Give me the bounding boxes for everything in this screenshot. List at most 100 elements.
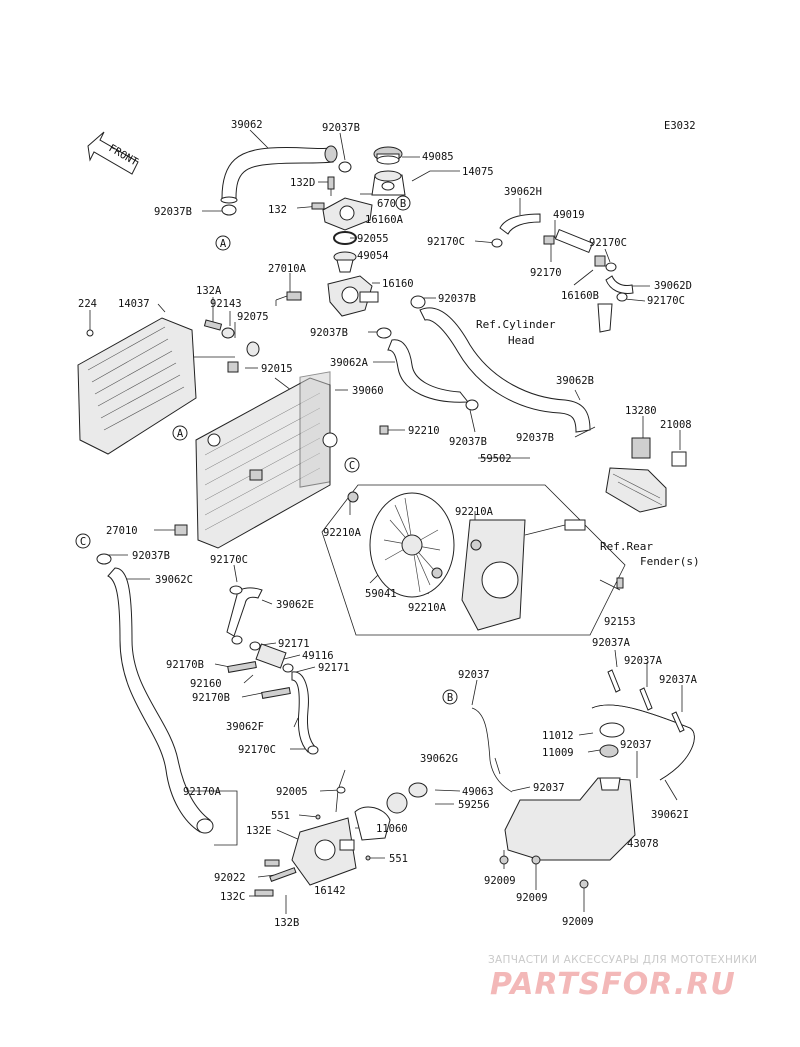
radiator-cap-49085 bbox=[373, 146, 403, 165]
part-49116: 49116 bbox=[302, 650, 334, 662]
part-59256: 59256 bbox=[458, 799, 490, 811]
part-92170c: 92170C bbox=[589, 237, 627, 249]
part-92037b: 92037B bbox=[438, 293, 476, 305]
hose-39062d bbox=[605, 262, 634, 302]
watermark-tagline: ЗАПЧАСТИ И АКСЕССУАРЫ ДЛЯ МОТОТЕХНИКИ bbox=[488, 954, 757, 966]
callout-b-top: B bbox=[395, 195, 411, 211]
band-92160 bbox=[227, 661, 291, 699]
part-21008: 21008 bbox=[660, 419, 692, 431]
o-ring-92055 bbox=[333, 231, 357, 245]
part-92153: 92153 bbox=[604, 616, 636, 628]
sensor-27010 bbox=[174, 524, 188, 536]
part-39062i: 39062I bbox=[651, 809, 689, 821]
part-39062d: 39062D bbox=[654, 280, 692, 292]
svg-text:B: B bbox=[447, 692, 453, 704]
part-92009: 92009 bbox=[484, 875, 516, 887]
part-92160: 92160 bbox=[190, 678, 222, 690]
hose-39062i bbox=[591, 704, 695, 781]
ref-cylinder-head-1: Ref.Cylinder bbox=[476, 318, 556, 331]
part-16160: 16160 bbox=[382, 278, 414, 290]
part-92015: 92015 bbox=[261, 363, 293, 375]
fitting-49116 bbox=[249, 641, 294, 673]
overflow-hose-39062g bbox=[471, 707, 513, 793]
upper-hose-39062 bbox=[220, 145, 338, 204]
part-92170c: 92170C bbox=[210, 554, 248, 566]
part-43078: 43078 bbox=[627, 838, 659, 850]
callout-c-lower: C bbox=[75, 533, 91, 549]
part-92171: 92171 bbox=[318, 662, 350, 674]
hose-39062e bbox=[226, 585, 263, 645]
hose-39062c bbox=[96, 553, 214, 834]
bolt-92153 bbox=[616, 577, 624, 589]
part-92037b: 92037B bbox=[154, 206, 192, 218]
radiator-screen-14037 bbox=[77, 317, 197, 455]
part-11060: 11060 bbox=[376, 823, 408, 835]
part-224: 224 bbox=[78, 298, 97, 310]
rear-fender-bracket bbox=[605, 437, 687, 513]
svg-text:B: B bbox=[400, 198, 406, 210]
part-132e: 132E bbox=[246, 825, 271, 837]
bolt-92210 bbox=[379, 425, 389, 435]
part-14075: 14075 bbox=[462, 166, 494, 178]
part-49054: 49054 bbox=[357, 250, 389, 262]
part-92210a: 92210A bbox=[408, 602, 447, 614]
part-92170c: 92170C bbox=[427, 236, 465, 248]
callout-c-radiator: C bbox=[344, 457, 360, 473]
svg-text:A: A bbox=[177, 428, 184, 440]
hose-39062b bbox=[410, 295, 591, 433]
part-92170c: 92170C bbox=[647, 295, 685, 307]
pin-551 bbox=[315, 814, 371, 861]
part-39062b: 39062B bbox=[556, 375, 594, 387]
part-39060: 39060 bbox=[352, 385, 384, 397]
part-92210a: 92210A bbox=[455, 506, 494, 518]
part-92005: 92005 bbox=[276, 786, 308, 798]
part-49063: 49063 bbox=[462, 786, 494, 798]
callout-a-radiator: A bbox=[172, 425, 188, 441]
part-132d: 132D bbox=[290, 177, 315, 189]
part-92037b: 92037B bbox=[322, 122, 360, 134]
part-59041: 59041 bbox=[365, 588, 397, 600]
part-92170b: 92170B bbox=[166, 659, 204, 671]
bolt-132a bbox=[203, 319, 223, 331]
hose-92005-small bbox=[335, 769, 346, 813]
part-92037a: 92037A bbox=[659, 674, 698, 686]
ref-rear-fender-1: Ref.Rear bbox=[600, 540, 653, 553]
part-92170a: 92170A bbox=[183, 786, 222, 798]
part-132a: 132A bbox=[196, 285, 222, 297]
part-132b: 132B bbox=[274, 917, 299, 929]
radiator-39060 bbox=[195, 371, 338, 549]
part-16160b: 16160B bbox=[561, 290, 599, 302]
clamp-92170c-left bbox=[491, 238, 503, 248]
svg-text:C: C bbox=[349, 460, 355, 472]
part-16142: 16142 bbox=[314, 885, 346, 897]
part-92055: 92055 bbox=[357, 233, 389, 245]
part-92170: 92170 bbox=[530, 267, 562, 279]
diagram-code: E3032 bbox=[664, 120, 696, 132]
part-92171: 92171 bbox=[278, 638, 310, 650]
part-39062f: 39062F bbox=[226, 721, 264, 733]
impeller-59256 bbox=[354, 782, 428, 841]
part-92170c: 92170C bbox=[238, 744, 276, 756]
part-11012: 11012 bbox=[542, 730, 574, 742]
bolt-132d bbox=[327, 176, 335, 196]
part-27010: 27010 bbox=[106, 525, 138, 537]
cylinder-head-fitting bbox=[597, 303, 613, 333]
reserve-tank-43078 bbox=[499, 722, 636, 889]
part-92037b: 92037B bbox=[449, 436, 487, 448]
part-39062: 39062 bbox=[231, 119, 263, 131]
watermark-logo: PARTSFOR.RU bbox=[490, 967, 736, 1002]
callout-a-top: A bbox=[215, 235, 231, 251]
callout-b-lower: B bbox=[442, 689, 458, 705]
svg-text:C: C bbox=[80, 536, 86, 548]
hose-39062h bbox=[499, 213, 541, 235]
part-92009: 92009 bbox=[562, 916, 594, 928]
part-11009: 11009 bbox=[542, 747, 574, 759]
part-13280: 13280 bbox=[625, 405, 657, 417]
ref-rear-fender-2: Fender(s) bbox=[640, 555, 700, 568]
grommet-92075 bbox=[221, 327, 260, 357]
part-92037a: 92037A bbox=[624, 655, 663, 667]
thermostat-cover-16160a bbox=[322, 197, 373, 231]
bolt-132 bbox=[311, 202, 325, 210]
front-arrow-icon: FRONT bbox=[87, 131, 140, 175]
